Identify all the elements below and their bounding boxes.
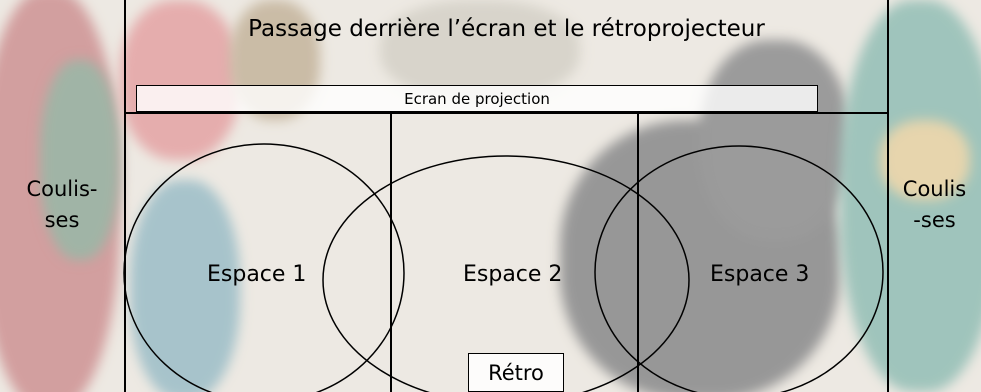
space-divider-2: [637, 112, 639, 392]
passage-title: Passage derrière l’écran et le rétroproj…: [248, 16, 765, 42]
space-2-circle: [322, 155, 690, 392]
left-wing-text: Coulis- ses: [26, 177, 98, 232]
left-wing-divider: [124, 0, 126, 392]
projection-screen: Ecran de projection: [136, 85, 818, 112]
projector-label: Rétro: [488, 360, 544, 385]
space-divider-1: [390, 112, 392, 392]
left-wing-label: Coulis- ses: [0, 174, 124, 236]
space-2-label: Espace 2: [463, 262, 563, 287]
space-3-circle: [594, 145, 884, 392]
right-wing-divider: [887, 0, 889, 392]
right-wing-text: Coulis -ses: [902, 177, 967, 232]
space-3-label: Espace 3: [710, 262, 810, 287]
projection-screen-label: Ecran de projection: [404, 89, 550, 108]
space-1-circle: [123, 143, 405, 392]
projector-box: Rétro: [468, 353, 564, 392]
stage-front-line: [124, 112, 889, 114]
right-wing-label: Coulis -ses: [888, 174, 981, 236]
space-1-label: Espace 1: [207, 262, 307, 287]
